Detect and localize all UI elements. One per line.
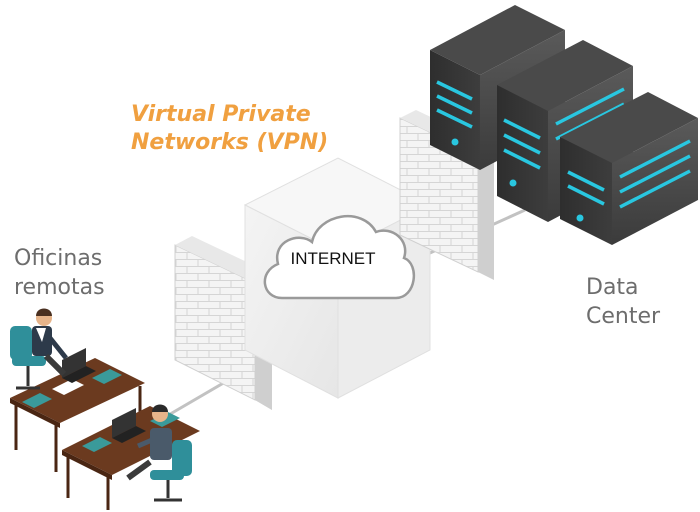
server-3 bbox=[560, 92, 698, 245]
data-center-line-1: Data bbox=[586, 275, 639, 300]
diagram-title: Virtual Private Networks (VPN) bbox=[131, 101, 328, 157]
remote-office-illustration bbox=[10, 308, 200, 510]
person-1 bbox=[10, 308, 68, 390]
title-line-2: Networks (VPN) bbox=[131, 130, 329, 155]
remote-offices-label: Oficinas remotas bbox=[14, 244, 105, 302]
internet-label: INTERNET bbox=[291, 249, 376, 268]
data-center-label: Data Center bbox=[586, 273, 660, 331]
title-line-1: Virtual Private bbox=[131, 102, 311, 127]
person-2 bbox=[126, 404, 192, 502]
data-center-line-2: Center bbox=[586, 304, 661, 329]
remote-offices-line-2: remotas bbox=[14, 275, 105, 300]
remote-offices-line-1: Oficinas bbox=[14, 246, 103, 271]
cloud-icon: INTERNET bbox=[263, 215, 416, 300]
server-rack bbox=[430, 5, 698, 245]
